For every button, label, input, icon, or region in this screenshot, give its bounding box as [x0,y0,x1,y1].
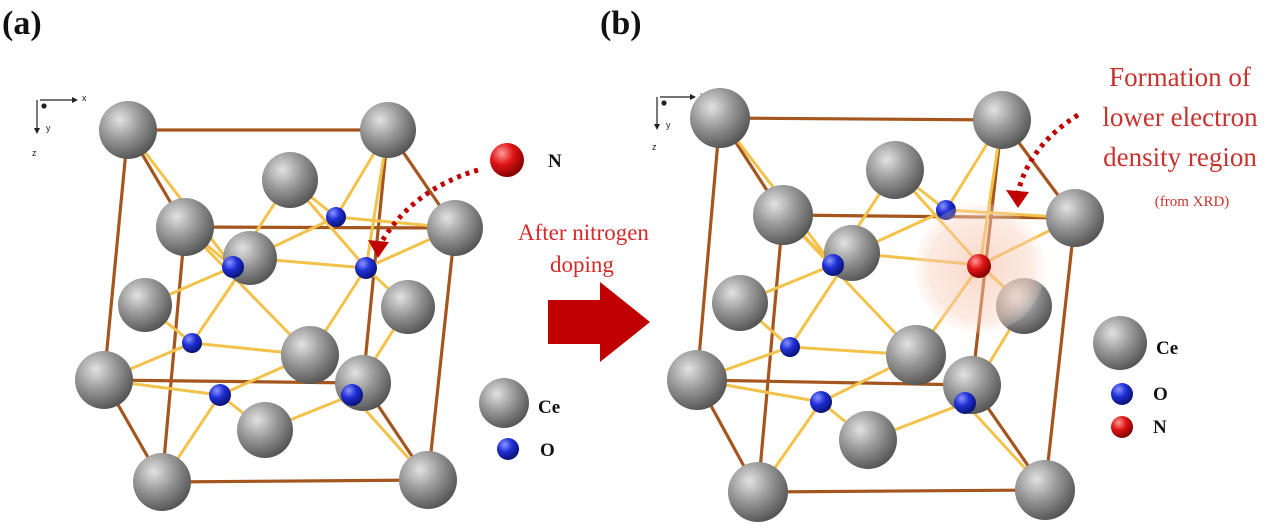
legend-o-icon [497,438,519,460]
ce-atom [156,198,214,256]
legend-n-label: N [1153,417,1167,438]
dopant-arrow-head [368,240,389,258]
annotation-line2: lower electron [1102,102,1258,132]
o-atoms-a-front [209,256,377,406]
panel-a-label: (a) [2,5,42,42]
legend-n-icon [1111,416,1133,438]
ce-atom [118,278,172,332]
o-atom [222,256,244,278]
ce-atom [1046,189,1104,247]
arrow-text-line2: doping [550,252,614,277]
o-atoms-a [182,207,346,353]
ce-atom [427,200,483,256]
ce-atom [133,453,191,511]
legend-a: Ce O [479,378,560,461]
axis-z-label-b: z [652,142,657,152]
ce-atom [667,350,727,410]
o-atom [326,207,346,227]
legend-o-label: O [540,440,555,461]
o-atom [355,257,377,279]
annotation-b: Formation of lower electron density regi… [1006,62,1258,210]
legend-ce-label: Ce [538,397,560,418]
annotation-arrow [1015,112,1080,193]
ce-atom [690,88,750,148]
o-atoms-b-front [810,254,976,414]
crystal-structure-a [75,101,483,511]
ce-atom [360,102,416,158]
legend-o-icon [1111,383,1133,405]
ce-atom [728,462,788,522]
annotation-line3: density region [1103,142,1257,172]
ce-atom [753,185,813,245]
axis-y-label: y [46,123,51,133]
ce-atom [399,451,457,509]
legend-b: Ce O N [1093,316,1178,438]
axis-z-label: z [32,148,37,158]
ce-atoms-b-front [667,185,1104,522]
ce-atom [381,280,435,334]
n-atom-substituted [967,254,991,278]
o-atom [954,392,976,414]
o-atom [182,333,202,353]
o-atom [822,254,844,276]
o-atom [209,384,231,406]
ce-atom [335,355,391,411]
annotation-source: (from XRD) [1155,194,1230,210]
ce-atom [1015,460,1075,520]
dopant-arrow [375,167,479,250]
legend-ce-icon [1093,316,1147,370]
ce-atom [75,351,133,409]
ce-atoms-a-front [75,198,483,511]
panel-b-label: (b) [600,5,642,42]
legend-o-label: O [1153,384,1168,405]
ce-atom [262,152,318,208]
ce-atom [866,141,924,199]
axes-indicator-a: x y z [32,93,87,158]
axis-y-label-b: y [666,120,671,130]
legend-ce-icon [479,378,529,428]
legend-ce-label: Ce [1156,338,1178,359]
big-right-arrow [548,282,650,362]
axis-x-label: x [82,93,87,103]
o-atom [341,384,363,406]
annotation-arrow-head [1006,190,1029,208]
arrow-text-line1: After nitrogen [518,220,649,245]
crystal-structure-b [667,88,1104,522]
ce-atom [281,326,339,384]
ce-atom [886,325,946,385]
ce-atom [99,101,157,159]
ce-atom [973,91,1031,149]
o-atom [810,391,832,413]
n-atom-dopant [490,143,524,177]
ce-atom [237,402,293,458]
dopant-label: N [548,151,562,172]
annotation-line1: Formation of [1109,62,1251,92]
ce-atom [712,275,768,331]
ce-atom [839,411,897,469]
o-atom [780,337,800,357]
